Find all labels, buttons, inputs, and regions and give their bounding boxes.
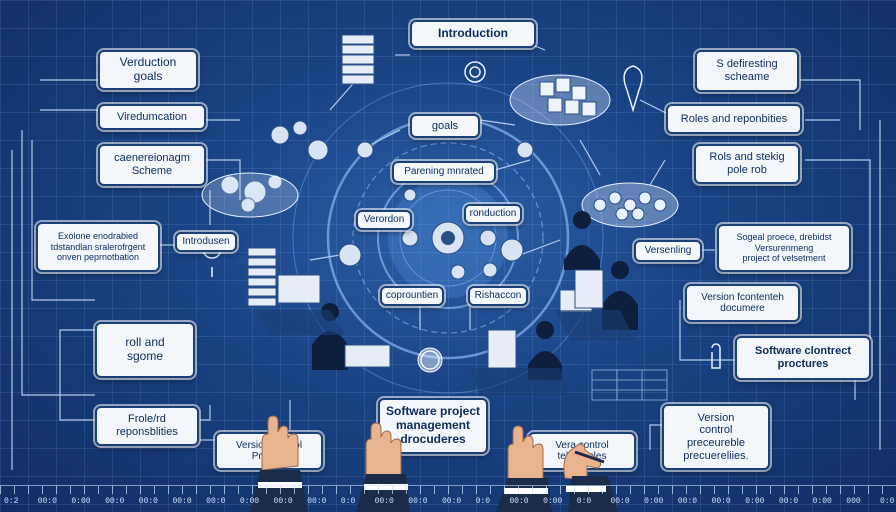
ruler-tick-label: 0:0 — [880, 497, 895, 506]
ruler-tick-label: 00:0 — [307, 497, 327, 506]
ruler-tick-label: 0:0 — [340, 497, 356, 506]
box-software-clontrect: Software clontrect proctures — [735, 336, 871, 380]
ruler-tick-label: 0:00 — [239, 497, 260, 506]
ruler-tick-label: 0:2 — [4, 497, 19, 506]
ruler-tick-label: 00:0 — [206, 497, 226, 506]
ruler-tick-label: 00:0 — [677, 497, 698, 506]
box-viredumcation: Viredumcation — [98, 104, 206, 130]
box-version-control-precuretible: Version control preceureble precuereliie… — [662, 404, 770, 470]
ruler-tick-label: 00:0 — [711, 497, 731, 506]
box-goals: goals — [410, 114, 480, 138]
ruler-tick-label: 00:0 — [610, 497, 630, 506]
ruler-tick-label: 0:00 — [745, 497, 765, 506]
box-rishaccon: Rishaccon — [468, 286, 528, 306]
bottom-ruler: 0:2 00:0 0:00 00:0 00:0 00:0 00:0 0:00 00:0 00:0 0… — [0, 485, 896, 512]
ruler-tick-label: 00:0 — [442, 497, 462, 506]
ruler-tick-label: 00:0 — [509, 497, 529, 506]
box-versenling: Versenling — [634, 240, 702, 262]
ruler-tick-label: 0:0 — [576, 497, 592, 506]
ruler-tick-label: 00:0 — [408, 497, 428, 506]
ruler-tick-label: 0:00 — [812, 497, 832, 506]
box-roll-and-sgome: roll and sgome — [95, 322, 195, 378]
ruler-tick-label: 0:00 — [543, 497, 563, 506]
ruler-tick-label: 0:0 — [475, 497, 491, 506]
box-rols-and-stekig: Rols and stekig pole rob — [694, 144, 800, 184]
ruler-ticks — [0, 486, 896, 494]
ruler-tick-label: 0:00 — [644, 497, 664, 506]
box-s-defiresting-scheame: S defiresting scheame — [695, 50, 799, 92]
box-caenereionagm-scheme: caenereionagm Scheme — [98, 144, 206, 186]
ruler-tick-label: 00:0 — [37, 497, 57, 506]
box-frole-reponsblities: Frole/rd reponsblities — [95, 406, 199, 446]
box-introduction: Introduction — [410, 20, 536, 48]
ruler-tick-label: 000 — [846, 497, 861, 506]
box-sogeal-proece: Sogеal proece, drebidst Versurenmeng pro… — [717, 224, 851, 272]
ruler-tick-label: 00:0 — [105, 497, 125, 506]
ruler-tick-label: 00:0 — [172, 497, 192, 506]
box-verduction-goals: Verduction goals — [98, 50, 198, 90]
box-version-fcontenteh: Version fcontenteh documere — [685, 284, 800, 322]
ruler-tick-label: 0:00 — [71, 497, 91, 506]
box-verordon: Verordon — [356, 210, 412, 230]
box-ronduction: ronduction — [464, 204, 522, 224]
ruler-tick-label: 00:0 — [778, 497, 799, 506]
box-exolone: Exolone enodrabied tdstandlan sralerofrg… — [36, 222, 160, 272]
ruler-tick-label: 00:0 — [374, 497, 394, 506]
ruler-tick-label: 00:0 — [273, 497, 293, 506]
box-introdusen: Introdusen — [175, 232, 237, 252]
box-coprountien: coprountien — [380, 286, 444, 306]
box-roles-and-reponbities: Roles and reponbities — [666, 104, 802, 134]
box-parening-mnrated: Parening mnrated — [392, 161, 496, 183]
ruler-tick-label: 00:0 — [138, 497, 158, 506]
